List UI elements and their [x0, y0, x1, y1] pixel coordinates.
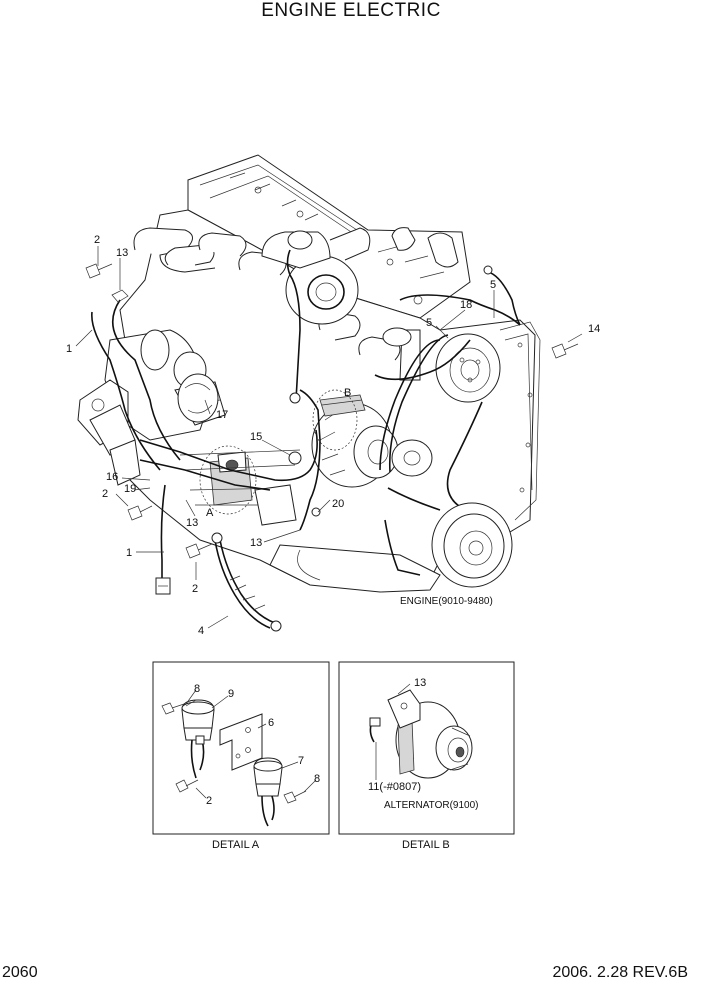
detail-a-label-8: 8	[194, 683, 200, 695]
detail-a-label-7: 7	[298, 755, 304, 767]
label-15: 15	[250, 431, 262, 443]
label-2: 2	[102, 488, 108, 500]
label-4: 4	[198, 625, 204, 637]
detail-b-subcaption: ALTERNATOR(9100)	[384, 800, 478, 811]
label-detail-b-marker: B	[344, 387, 351, 399]
label-1: 1	[126, 547, 132, 559]
detail-a-label-6: 6	[268, 717, 274, 729]
detail-a-label-8: 8	[314, 773, 320, 785]
detail-b-caption: DETAIL B	[402, 839, 450, 851]
page-number: 2060	[2, 964, 38, 981]
detail-a-label-9: 9	[228, 688, 234, 700]
part-labels: 2 13 1 5 18 5 14 B 17 15 16 19 2 13 A 20…	[66, 234, 600, 637]
detail-b-label-13: 13	[414, 677, 426, 689]
label-13: 13	[116, 247, 128, 259]
label-5: 5	[490, 279, 496, 291]
label-13: 13	[250, 537, 262, 549]
detail-a-caption: DETAIL A	[212, 839, 260, 851]
label-1: 1	[66, 343, 72, 355]
revision-date: 2006. 2.28 REV.6B	[552, 964, 688, 981]
label-18: 18	[460, 299, 472, 311]
detail-b-panel: 13 11(-#0807) ALTERNATOR(9100) DETAIL B	[338, 661, 515, 851]
label-2: 2	[94, 234, 100, 246]
detail-a-label-2: 2	[206, 795, 212, 807]
label-17: 17	[216, 409, 228, 421]
leader-lines	[75, 246, 583, 629]
label-detail-a-marker: A	[206, 507, 214, 519]
label-19: 19	[124, 483, 136, 495]
detail-b-label-11: 11(-#0807)	[368, 781, 421, 793]
engine-caption: ENGINE(9010-9480)	[400, 596, 493, 607]
detail-a-panel: 8 9 6 7 8 2 DETAIL A	[152, 661, 330, 851]
label-16: 16	[106, 471, 118, 483]
label-2: 2	[192, 583, 198, 595]
engine-drawing	[77, 154, 579, 632]
label-13: 13	[186, 517, 198, 529]
label-14: 14	[588, 323, 600, 335]
label-20: 20	[332, 498, 344, 510]
page-title: ENGINE ELECTRIC	[261, 0, 441, 21]
label-5: 5	[426, 317, 432, 329]
